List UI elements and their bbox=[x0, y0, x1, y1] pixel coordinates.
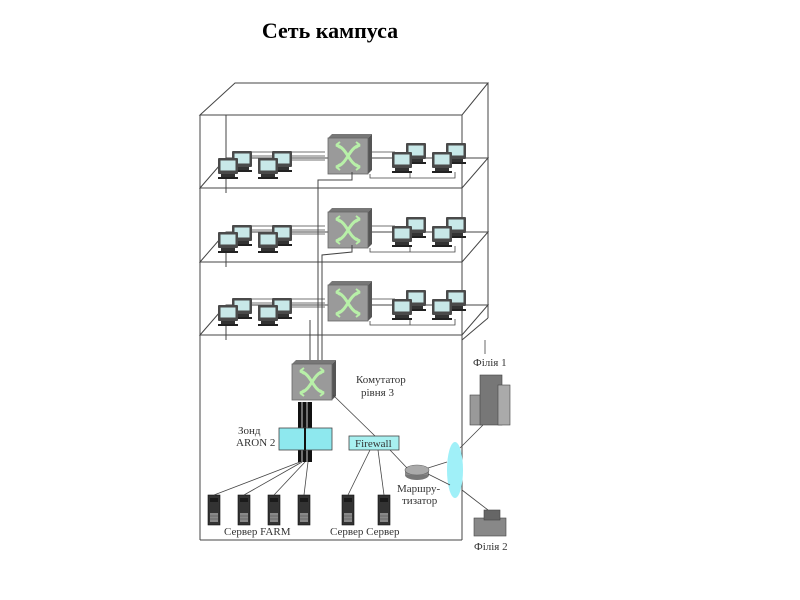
floor-2 bbox=[198, 206, 490, 267]
server-cables bbox=[213, 449, 385, 496]
workstation-icon bbox=[392, 299, 412, 320]
floor-switch-icon bbox=[326, 206, 374, 250]
branch-2-label: Філія 2 bbox=[474, 541, 508, 553]
server-icon bbox=[341, 494, 355, 526]
branch-1-building bbox=[469, 374, 511, 426]
wan-cloud bbox=[447, 442, 463, 498]
branch-2-building bbox=[473, 509, 507, 537]
core-switch bbox=[290, 358, 338, 402]
workstation-icon bbox=[258, 158, 278, 179]
workstation-icon bbox=[218, 232, 238, 253]
branch-1-label: Філія 1 bbox=[473, 357, 507, 369]
server-icon bbox=[237, 494, 251, 526]
trunk-cables bbox=[309, 172, 353, 360]
servers-other-label: Сервер Сервер bbox=[330, 526, 400, 538]
page-title: Сеть кампуса bbox=[261, 18, 399, 43]
router-label: Маршру-тизатор bbox=[397, 483, 440, 507]
servers-farm-label: Сервер FARM bbox=[224, 526, 291, 538]
workstation-icon bbox=[258, 305, 278, 326]
workstation-icon bbox=[258, 232, 278, 253]
router bbox=[404, 464, 430, 480]
firewall: Firewall bbox=[348, 435, 400, 451]
workstation-icon bbox=[218, 158, 238, 179]
workstation-icon bbox=[432, 299, 452, 320]
workstation-icon bbox=[432, 226, 452, 247]
probe-aron2 bbox=[278, 427, 333, 451]
workstation-icon bbox=[392, 226, 412, 247]
floor-3 bbox=[198, 279, 490, 340]
server-icon bbox=[267, 494, 281, 526]
workstation-icon bbox=[218, 305, 238, 326]
server-icon bbox=[207, 494, 221, 526]
server-icon bbox=[297, 494, 311, 526]
server-icon bbox=[377, 494, 391, 526]
floor-switch-icon bbox=[326, 279, 374, 323]
workstation-icon bbox=[432, 152, 452, 173]
floor-switch-icon bbox=[326, 132, 374, 176]
floor-1 bbox=[198, 132, 490, 193]
workstation-icon bbox=[392, 152, 412, 173]
svg-text:Firewall: Firewall bbox=[355, 438, 392, 450]
